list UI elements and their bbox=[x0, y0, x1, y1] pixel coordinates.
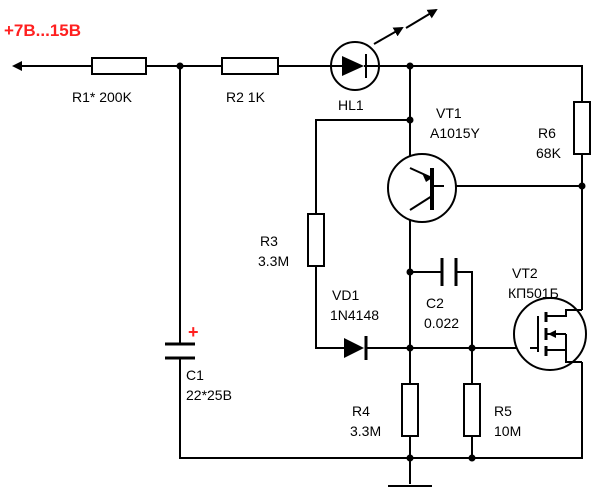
r5-name: R5 bbox=[494, 403, 512, 419]
led-hl1 bbox=[330, 8, 438, 91]
capacitor-c1 bbox=[165, 342, 195, 360]
r6-name: R6 bbox=[538, 125, 556, 141]
channel-arrow-icon bbox=[548, 330, 556, 338]
junctions bbox=[176, 62, 586, 462]
mosfet-vt2 bbox=[513, 297, 587, 371]
vt1-part: A1015Y bbox=[430, 125, 480, 141]
light-arrow-icon bbox=[373, 27, 404, 45]
transistor-vt1 bbox=[387, 153, 457, 223]
wires bbox=[30, 65, 583, 487]
c1-value: 22*25В bbox=[186, 387, 232, 403]
vt2-part: КП501Б bbox=[508, 285, 559, 301]
junction-dot bbox=[406, 62, 414, 70]
c1-polarity-mark: + bbox=[188, 322, 199, 342]
wire-ground-rail bbox=[179, 66, 583, 459]
r2-label: R2 1K bbox=[226, 89, 266, 105]
r4-name: R4 bbox=[352, 403, 370, 419]
junction-dot bbox=[468, 454, 476, 462]
r1-label: R1* 200K bbox=[72, 89, 133, 105]
wire-node-r3 bbox=[315, 119, 410, 214]
emitter-arrow-icon bbox=[422, 173, 432, 182]
hl1-label: HL1 bbox=[338, 97, 364, 113]
capacitor-c2 bbox=[440, 258, 458, 286]
wire-r3-vd1 bbox=[315, 266, 344, 349]
resistor-r1 bbox=[91, 57, 147, 75]
junction-dot bbox=[406, 116, 414, 124]
vd1-name: VD1 bbox=[332, 287, 359, 303]
r5-value: 10M bbox=[494, 423, 521, 439]
r3-name: R3 bbox=[260, 233, 278, 249]
diode-vd1 bbox=[344, 336, 368, 360]
resistor-r6 bbox=[573, 101, 591, 155]
junction-dot bbox=[468, 344, 476, 352]
resistor-r2 bbox=[221, 57, 279, 75]
junction-dot bbox=[578, 182, 586, 190]
junction-dot bbox=[406, 454, 414, 462]
vt2-name: VT2 bbox=[512, 265, 538, 281]
c1-name: C1 bbox=[186, 367, 204, 383]
c2-name: C2 bbox=[426, 295, 444, 311]
resistor-r4 bbox=[401, 383, 419, 437]
wire-hl1-rail bbox=[380, 65, 583, 102]
r4-value: 3.3M bbox=[350, 423, 381, 439]
supply-label: +7В...15В bbox=[4, 21, 81, 40]
c2-value: 0.022 bbox=[424, 315, 459, 331]
light-arrow-icon bbox=[405, 8, 438, 29]
junction-dot bbox=[406, 268, 414, 276]
vt1-name: VT1 bbox=[436, 105, 462, 121]
r3-value: 3.3M bbox=[258, 253, 289, 269]
resistor-r5 bbox=[463, 383, 481, 437]
r6-value: 68K bbox=[536, 145, 562, 161]
junction-dot bbox=[406, 344, 414, 352]
resistor-r3 bbox=[307, 213, 325, 267]
junction-dot bbox=[176, 62, 184, 70]
vd1-part: 1N4148 bbox=[330, 307, 379, 323]
